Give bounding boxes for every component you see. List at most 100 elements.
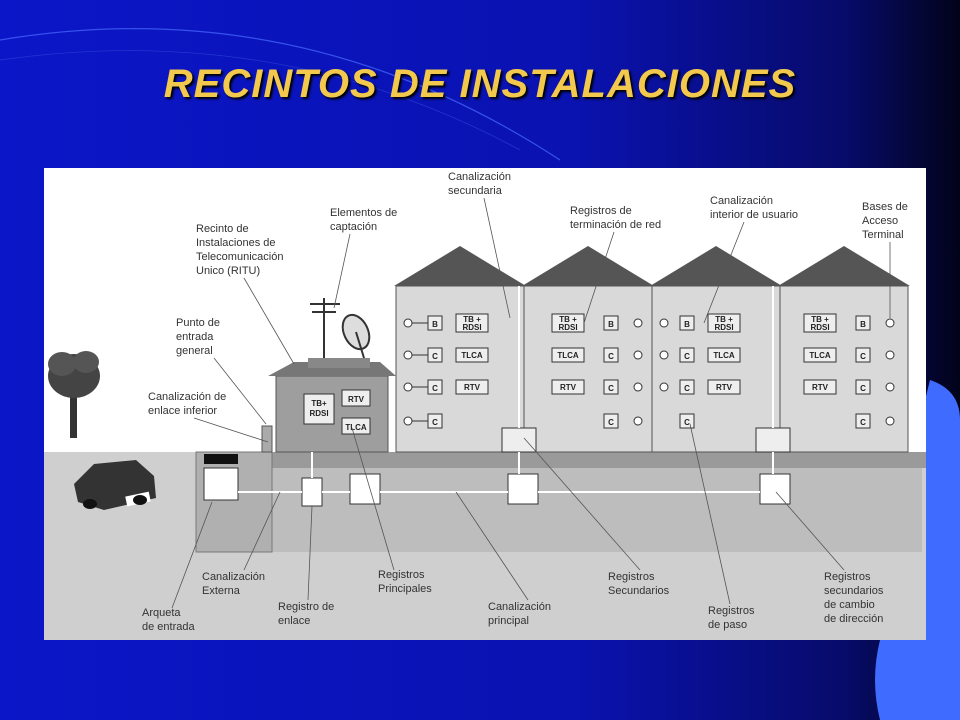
label-registros-principales: Registros — [378, 569, 425, 581]
svg-text:Secundarios: Secundarios — [608, 585, 670, 597]
svg-text:captación: captación — [330, 221, 377, 233]
svg-text:RDSI: RDSI — [714, 323, 733, 332]
secondary-register-underground — [507, 473, 539, 505]
svg-text:RTV: RTV — [812, 383, 829, 392]
label-registros-paso: Registros — [708, 605, 755, 617]
svg-text:Unico (RITU): Unico (RITU) — [196, 265, 260, 277]
svg-text:enlace inferior: enlace inferior — [148, 405, 217, 417]
svg-text:C: C — [860, 418, 866, 427]
svg-text:enlace: enlace — [278, 615, 310, 627]
label-registros-cambio-direccion: Registros — [824, 571, 871, 583]
svg-text:RTV: RTV — [464, 383, 481, 392]
label-punto-entrada: Punto de — [176, 317, 220, 329]
svg-text:de paso: de paso — [708, 619, 747, 631]
svg-text:RTV: RTV — [716, 383, 733, 392]
svg-text:Terminal: Terminal — [862, 229, 904, 241]
label-arqueta-entrada: Arqueta — [142, 607, 181, 619]
svg-text:TB +: TB + — [715, 315, 733, 324]
svg-text:B: B — [432, 320, 438, 329]
secondary-register-1 — [501, 427, 537, 453]
satellite-dish-icon — [341, 313, 371, 359]
ritu-rtv-label: RTV — [348, 395, 365, 404]
svg-text:B: B — [860, 320, 866, 329]
svg-text:terminación de red: terminación de red — [570, 219, 661, 231]
antenna-icon — [310, 298, 340, 358]
house-4 — [778, 246, 910, 453]
svg-text:interior de usuario: interior de usuario — [710, 209, 798, 221]
label-canalizacion-principal: Canalización — [488, 601, 551, 613]
main-register — [349, 473, 381, 505]
svg-text:TB +: TB + — [463, 315, 481, 324]
label-registros-terminacion: Registros de — [570, 205, 632, 217]
svg-text:RDSI: RDSI — [462, 323, 481, 332]
entry-pit-cover — [204, 454, 238, 464]
leader-lines — [171, 197, 891, 609]
label-bases-acceso: Bases de — [862, 201, 908, 213]
entry-point-post — [261, 425, 273, 453]
svg-text:TB +: TB + — [559, 315, 577, 324]
svg-text:secundarios: secundarios — [824, 585, 884, 597]
svg-text:C: C — [432, 418, 438, 427]
svg-text:B: B — [684, 320, 690, 329]
svg-text:secundaria: secundaria — [448, 185, 503, 197]
svg-text:C: C — [432, 384, 438, 393]
ritu-tlca-label: TLCA — [345, 423, 367, 432]
svg-text:TLCA: TLCA — [713, 351, 735, 360]
svg-text:RDSI: RDSI — [810, 323, 829, 332]
label-elementos-captacion: Elementos de — [330, 207, 397, 219]
svg-text:Telecomunicación: Telecomunicación — [196, 251, 283, 263]
label-recinto: Recinto de — [196, 223, 249, 235]
svg-text:RDSI: RDSI — [558, 323, 577, 332]
car-icon — [74, 460, 156, 510]
link-register — [301, 477, 323, 507]
label-canalizacion-enlace: Canalización de — [148, 391, 226, 403]
installation-diagram: TB+ RDSI RTV TLCA B TB +RDSI C TLCA — [44, 168, 926, 640]
house-4-equipment: TB +RDSI B TLCA C RTV C C — [803, 313, 895, 429]
svg-text:RTV: RTV — [560, 383, 577, 392]
svg-text:TLCA: TLCA — [461, 351, 483, 360]
label-canalizacion-secundaria: Canalización — [448, 171, 511, 183]
svg-text:C: C — [860, 352, 866, 361]
svg-text:de dirección: de dirección — [824, 613, 883, 625]
house-1-equipment: B TB +RDSI C TLCA C RTV C — [403, 313, 489, 429]
svg-text:C: C — [684, 418, 690, 427]
house-2-equipment: TB +RDSI B TLCA C RTV C C — [551, 313, 643, 429]
svg-text:general: general — [176, 345, 213, 357]
label-registros-secundarios: Registros — [608, 571, 655, 583]
label-canalizacion-interior: Canalización — [710, 195, 773, 207]
svg-text:entrada: entrada — [176, 331, 214, 343]
svg-text:Acceso: Acceso — [862, 215, 898, 227]
svg-text:Instalaciones de: Instalaciones de — [196, 237, 276, 249]
ground-surface — [196, 452, 926, 468]
svg-text:TLCA: TLCA — [809, 351, 831, 360]
house-3-equipment: B TB +RDSI C TLCA C RTV C — [659, 313, 741, 429]
house-2 — [522, 246, 654, 453]
slide-title: RECINTOS DE INSTALACIONES — [163, 62, 797, 106]
ritu-tb-label-1: TB+ — [311, 399, 327, 408]
svg-text:C: C — [684, 352, 690, 361]
svg-text:B: B — [608, 320, 614, 329]
tree-icon — [48, 351, 100, 438]
svg-text:C: C — [608, 352, 614, 361]
svg-text:C: C — [608, 418, 614, 427]
svg-text:TLCA: TLCA — [557, 351, 579, 360]
diagram-labels: Recinto de Instalaciones de Telecomunica… — [142, 171, 908, 633]
svg-text:principal: principal — [488, 615, 529, 627]
ritu-tb-label-2: RDSI — [309, 409, 328, 418]
svg-text:C: C — [860, 384, 866, 393]
label-registro-enlace: Registro de — [278, 601, 334, 613]
label-canalizacion-externa: Canalización — [202, 571, 265, 583]
svg-text:C: C — [684, 384, 690, 393]
entry-pit — [203, 467, 239, 501]
svg-text:de cambio: de cambio — [824, 599, 875, 611]
svg-text:Externa: Externa — [202, 585, 241, 597]
svg-text:Principales: Principales — [378, 583, 432, 595]
ritu-building: TB+ RDSI RTV TLCA — [268, 358, 396, 453]
svg-text:TB +: TB + — [811, 315, 829, 324]
svg-text:C: C — [432, 352, 438, 361]
direction-change-register — [759, 473, 791, 505]
entry-pit-zone — [195, 451, 273, 553]
secondary-register-2 — [755, 427, 791, 453]
svg-text:de entrada: de entrada — [142, 621, 195, 633]
